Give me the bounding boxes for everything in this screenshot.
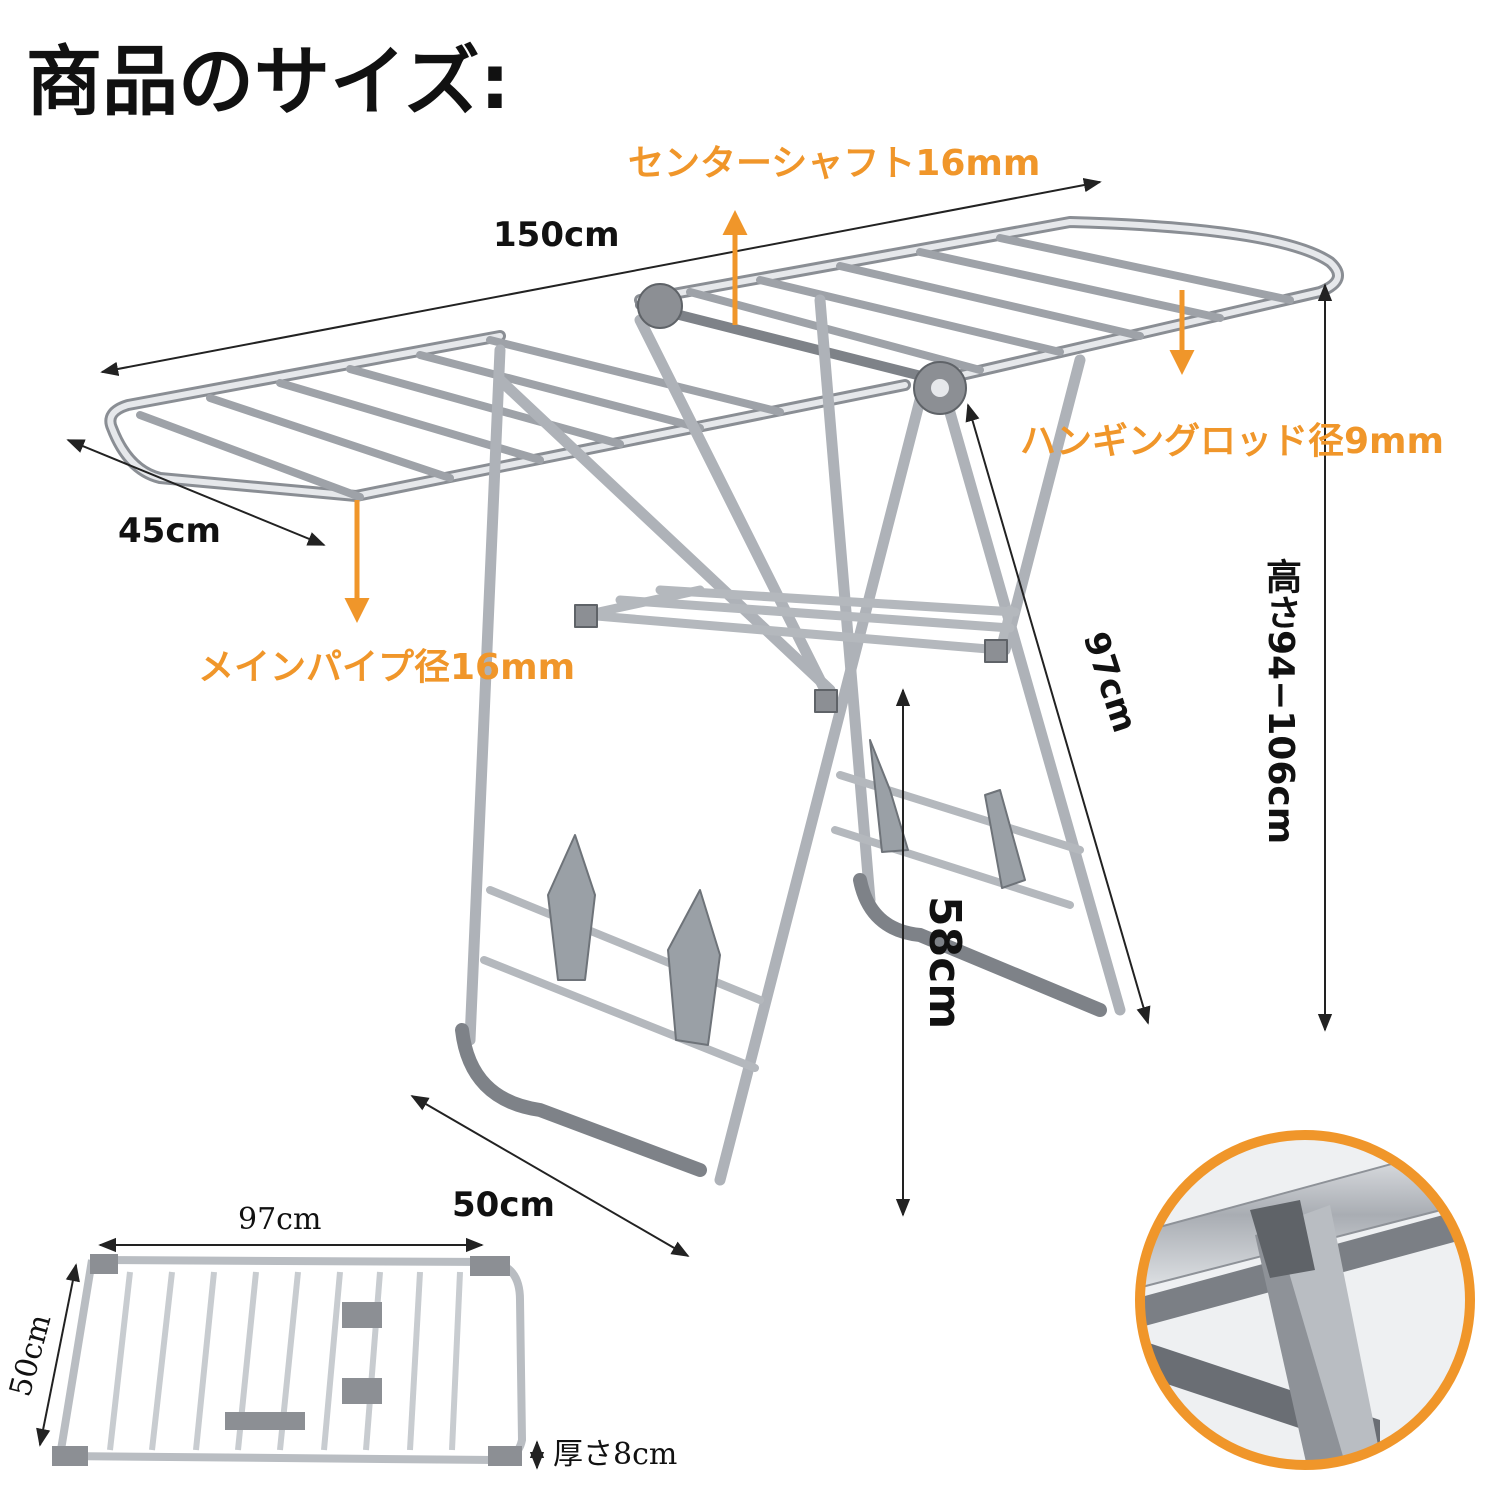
length-dimension-line (100, 177, 1102, 377)
folded-dimension-lines (36, 1237, 545, 1470)
folded-clips (52, 1254, 522, 1466)
dimension-lines (66, 177, 1333, 1257)
folded-width-label: 97cm (238, 1202, 322, 1237)
depth-label: 45cm (118, 511, 221, 551)
folded-thickness-label: 厚さ8cm (553, 1437, 678, 1472)
leg-length-dimension-line (965, 403, 1151, 1025)
folded-rack-view (36, 1237, 545, 1470)
center-shaft-label: センターシャフト16mm (628, 143, 1041, 184)
main-pipe-label: メインパイプ径16mm (198, 647, 576, 688)
shoe-clips (547, 739, 1026, 1046)
spec-arrows (344, 210, 1195, 623)
lower-height-label: 58cm (919, 896, 970, 1030)
height-label: 高さ94−106cm (1260, 558, 1301, 845)
folded-rods (107, 1271, 463, 1451)
page-title: 商品のサイズ: (26, 37, 511, 126)
rack-frame (104, 216, 1344, 1186)
folded-depth-dimension-line (36, 1263, 80, 1447)
leg-depth-label: 50cm (452, 1185, 555, 1225)
leg-depth-dimension-line (410, 1095, 690, 1257)
magnified-joint-detail-icon (1135, 1130, 1475, 1470)
depth-dimension-line (66, 439, 326, 546)
middle-shelf (580, 585, 1020, 655)
length-label: 150cm (493, 215, 620, 255)
hanging-rod-label: ハンギングロッド径9mm (1020, 421, 1445, 462)
right-wing-rods (686, 234, 1294, 374)
